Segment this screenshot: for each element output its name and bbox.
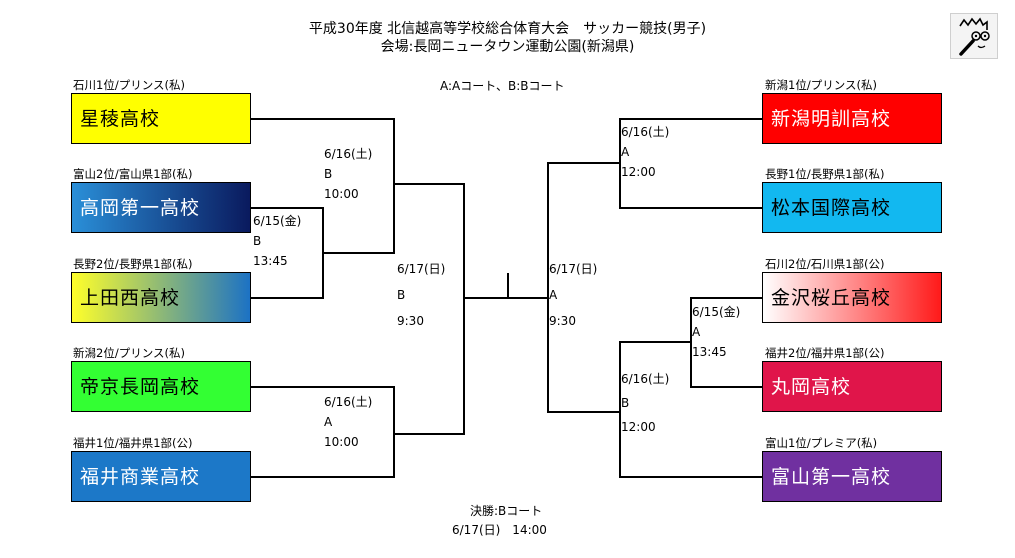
team-qualifier: 福井1位/福井県1部(公): [73, 436, 193, 450]
bracket-line: [507, 273, 509, 298]
team-box: 富山第一高校: [762, 451, 942, 502]
match-date: 6/16(土): [324, 147, 373, 161]
bracket-line: [393, 386, 395, 478]
bracket-line: [547, 162, 549, 413]
match-info: 6/17(日) B 9:30: [397, 256, 445, 334]
match-time: 13:45: [253, 254, 288, 268]
match-date: 6/16(土): [324, 395, 373, 409]
doodle-face-icon: [950, 13, 998, 59]
bracket-line: [251, 386, 395, 388]
final-court: 決勝:Bコート: [470, 504, 543, 518]
team-qualifier: 富山2位/富山県1部(私): [73, 167, 193, 181]
match-date: 6/16(土): [621, 372, 670, 386]
match-info: 6/16(土) B 10:00: [324, 144, 372, 204]
bracket-line: [547, 411, 621, 413]
match-time: 12:00: [621, 165, 656, 179]
match-date: 6/15(金): [253, 214, 302, 228]
bracket-line: [690, 297, 762, 299]
match-court: A: [692, 325, 701, 339]
team-box: 松本国際高校: [762, 182, 942, 233]
team-box: 星稜高校: [71, 93, 251, 144]
match-time: 10:00: [324, 435, 359, 449]
bracket-line: [251, 118, 395, 120]
match-court: B: [253, 234, 262, 248]
team-box: 帝京長岡高校: [71, 361, 251, 412]
match-court: B: [397, 288, 406, 302]
venue-title: 会場:長岡ニュータウン運動公園(新潟県): [380, 39, 635, 55]
bracket-line: [393, 118, 395, 254]
bracket-line: [393, 183, 465, 185]
match-date: 6/17(日): [397, 262, 446, 276]
team-box: 新潟明訓高校: [762, 93, 942, 144]
match-info: 6/16(土) A 12:00: [621, 122, 669, 182]
match-date: 6/16(土): [621, 125, 670, 139]
match-info: 6/16(土) B 12:00: [621, 367, 669, 439]
bracket-line: [619, 118, 762, 120]
tournament-title: 平成30年度 北信越高等学校総合体育大会 サッカー競技(男子): [308, 21, 707, 37]
team-qualifier: 富山1位/プレミア(私): [765, 436, 878, 450]
team-qualifier: 新潟2位/プリンス(私): [73, 346, 185, 360]
team-box: 金沢桜丘高校: [762, 272, 942, 323]
bracket-line: [547, 162, 621, 164]
match-court: B: [621, 396, 630, 410]
match-info: 6/15(金) B 13:45: [253, 211, 301, 271]
court-note: A:Aコート、B:Bコート: [440, 79, 565, 93]
bracket-line: [619, 207, 762, 209]
bracket-line: [619, 341, 621, 478]
bracket-line: [690, 386, 762, 388]
team-qualifier: 長野2位/長野県1部(私): [73, 257, 193, 271]
match-date: 6/17(日): [549, 262, 598, 276]
match-date: 6/15(金): [692, 305, 741, 319]
bracket-line: [463, 183, 465, 435]
match-time: 9:30: [549, 314, 576, 328]
bracket-line: [393, 433, 465, 435]
match-time: 13:45: [692, 345, 727, 359]
match-info: 6/17(日) A 9:30: [549, 256, 597, 334]
match-court: B: [324, 167, 333, 181]
bracket-line: [251, 207, 324, 209]
team-box: 丸岡高校: [762, 361, 942, 412]
bracket-line: [619, 341, 692, 343]
match-court: A: [324, 415, 333, 429]
team-qualifier: 新潟1位/プリンス(私): [765, 78, 877, 92]
bracket-line: [322, 252, 395, 254]
match-info: 6/16(土) A 10:00: [324, 392, 372, 452]
team-qualifier: 石川2位/石川県1部(公): [765, 257, 885, 271]
team-qualifier: 長野1位/長野県1部(私): [765, 167, 885, 181]
match-court: A: [549, 288, 558, 302]
team-qualifier: 福井2位/福井県1部(公): [765, 346, 885, 360]
bracket-line: [251, 297, 324, 299]
bracket-line: [619, 476, 762, 478]
team-qualifier: 石川1位/プリンス(私): [73, 78, 185, 92]
match-court: A: [621, 145, 630, 159]
team-box: 上田西高校: [71, 272, 251, 323]
match-time: 9:30: [397, 314, 424, 328]
final-datetime: 6/17(日) 14:00: [452, 523, 547, 537]
match-time: 12:00: [621, 420, 656, 434]
bracket-line: [463, 297, 549, 299]
team-box: 福井商業高校: [71, 451, 251, 502]
match-time: 10:00: [324, 187, 359, 201]
team-box: 高岡第一高校: [71, 182, 251, 233]
bracket-line: [251, 476, 395, 478]
match-info: 6/15(金) A 13:45: [692, 302, 740, 362]
